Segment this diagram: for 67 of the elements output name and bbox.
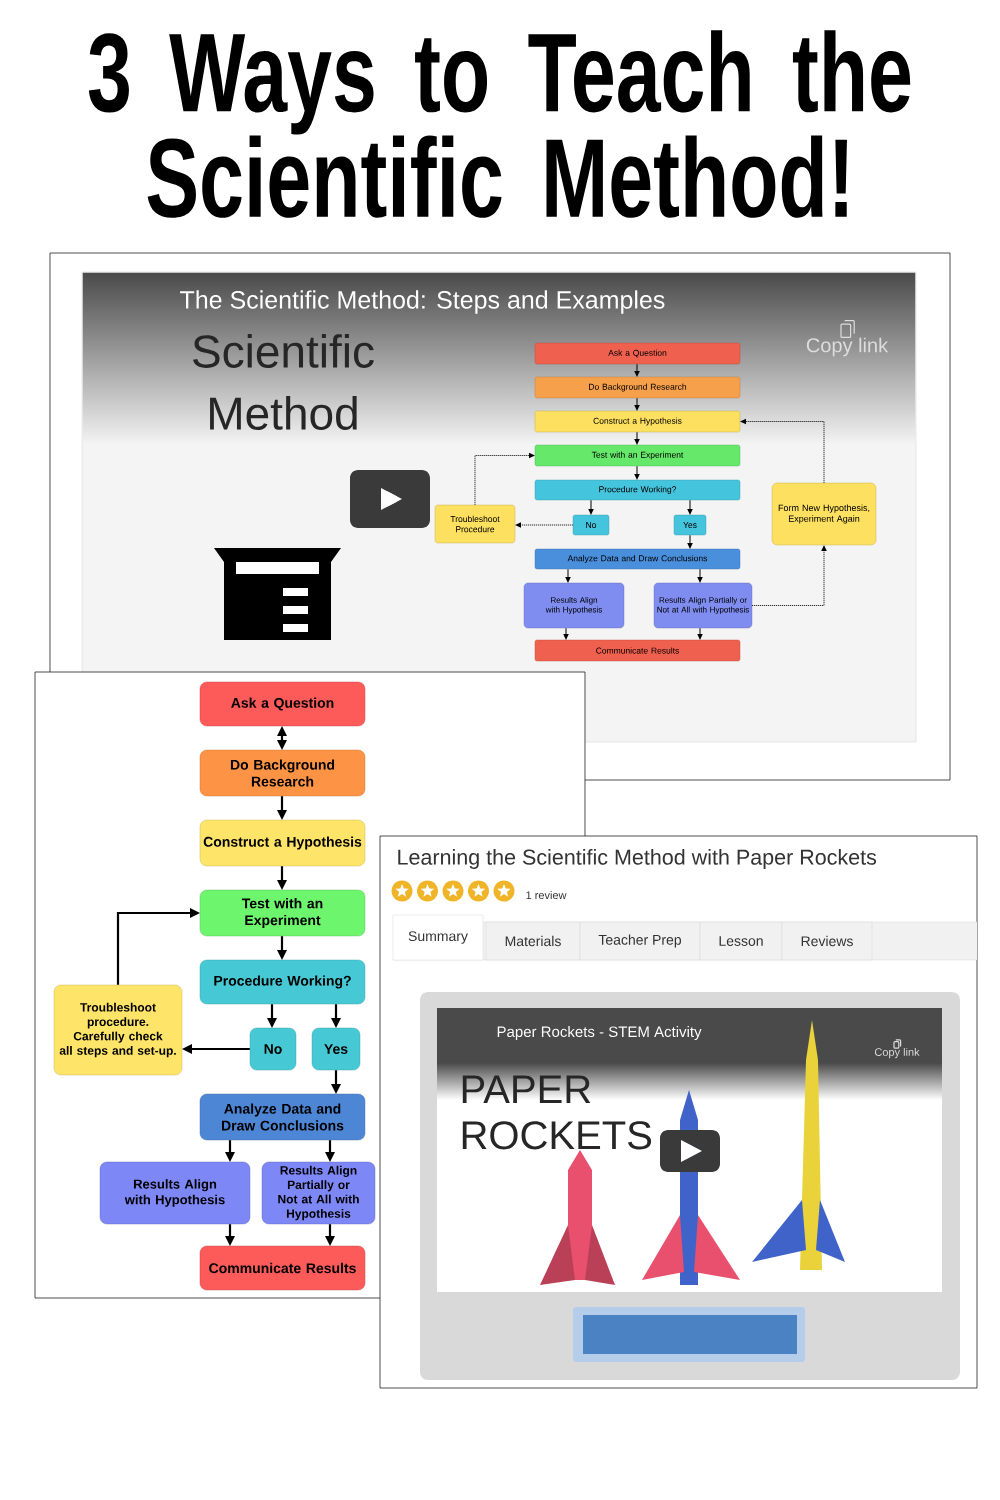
result-box: Results Align Partially or Not at All with Hypothesis bbox=[653, 582, 753, 629]
step-box: Construct a Hypothesis bbox=[534, 410, 741, 433]
arrow bbox=[697, 627, 703, 640]
copy-link-button: Copy link bbox=[806, 320, 889, 357]
step-box: Do Background Research bbox=[534, 376, 741, 399]
arrow bbox=[687, 534, 693, 549]
step-box: Communicate Results bbox=[534, 639, 741, 662]
arrow bbox=[515, 522, 574, 528]
tab: Lesson bbox=[699, 921, 783, 961]
arrow bbox=[751, 545, 827, 606]
step-box: Form New Hypothesis, Experiment Again bbox=[771, 482, 877, 546]
arrow bbox=[474, 452, 535, 506]
step-box: Do Background Research bbox=[199, 749, 366, 797]
tab: Reviews bbox=[781, 921, 873, 961]
arrow bbox=[325, 1140, 335, 1162]
step-box: Communicate Results bbox=[199, 1245, 366, 1291]
step-box: Ask a Question bbox=[199, 681, 366, 727]
step-box: Test with an Experiment bbox=[534, 444, 741, 467]
arrow bbox=[740, 418, 825, 484]
arrow bbox=[325, 1224, 335, 1246]
arrow bbox=[588, 499, 594, 515]
arrow bbox=[563, 627, 569, 640]
decision-box: Procedure Working? bbox=[199, 959, 366, 1005]
result-box: Results Align with Hypothesis bbox=[99, 1161, 251, 1225]
tab: Summary bbox=[392, 914, 484, 961]
arrow bbox=[687, 499, 693, 515]
arrow bbox=[634, 397, 640, 411]
result-box: Results Align Partially or Not at All with Hypothesis bbox=[261, 1161, 376, 1225]
arrow bbox=[182, 1044, 250, 1054]
step-box: Troubleshoot Procedure bbox=[434, 504, 516, 544]
arrow bbox=[331, 1004, 341, 1028]
page-heading: Learning the Scientific Method with Paper Rockets bbox=[398, 849, 877, 870]
arrow bbox=[277, 936, 287, 960]
decision-box: Procedure Working? bbox=[534, 479, 741, 501]
step-box: Analyze Data and Draw Conclusions bbox=[199, 1093, 366, 1141]
note-box: Troubleshoot procedure. Carefully check all steps and set-up. bbox=[53, 984, 183, 1076]
arrow bbox=[277, 726, 287, 750]
arrow bbox=[634, 363, 640, 377]
arrow bbox=[697, 568, 703, 583]
copy-link-button: Copy link bbox=[874, 1039, 920, 1059]
result-box: Results Align with Hypothesis bbox=[523, 582, 625, 629]
arrow bbox=[225, 1140, 235, 1162]
arrow bbox=[634, 465, 640, 480]
slide-title: Scientific Method bbox=[193, 334, 374, 430]
answer-box: No bbox=[572, 514, 610, 536]
step-box: Ask a Question bbox=[534, 342, 741, 365]
video-title: Paper Rockets - STEM Activity bbox=[497, 1026, 702, 1040]
arrow bbox=[116, 908, 200, 985]
arrow bbox=[267, 1004, 277, 1028]
tab: Teacher Prep bbox=[579, 921, 701, 961]
arrow bbox=[277, 866, 287, 890]
answer-box: Yes bbox=[311, 1027, 361, 1071]
arrow bbox=[565, 568, 571, 583]
video-slide-title: PAPER ROCKETS bbox=[462, 1075, 652, 1150]
arrow bbox=[225, 1224, 235, 1246]
arrow bbox=[331, 1070, 341, 1094]
answer-box: No bbox=[249, 1027, 297, 1071]
page-title: 3 Ways to Teach the Scientific Method! bbox=[88, 30, 911, 218]
arrow bbox=[634, 431, 640, 445]
step-box: Analyze Data and Draw Conclusions bbox=[534, 548, 741, 570]
review-count: 1 review bbox=[526, 891, 567, 900]
arrow bbox=[277, 796, 287, 820]
step-box: Test with an Experiment bbox=[199, 889, 366, 937]
video-title: The Scientific Method: Steps and Examples bbox=[180, 290, 665, 314]
tab: Materials bbox=[485, 921, 581, 961]
answer-box: Yes bbox=[673, 514, 707, 536]
step-box: Construct a Hypothesis bbox=[199, 819, 366, 867]
